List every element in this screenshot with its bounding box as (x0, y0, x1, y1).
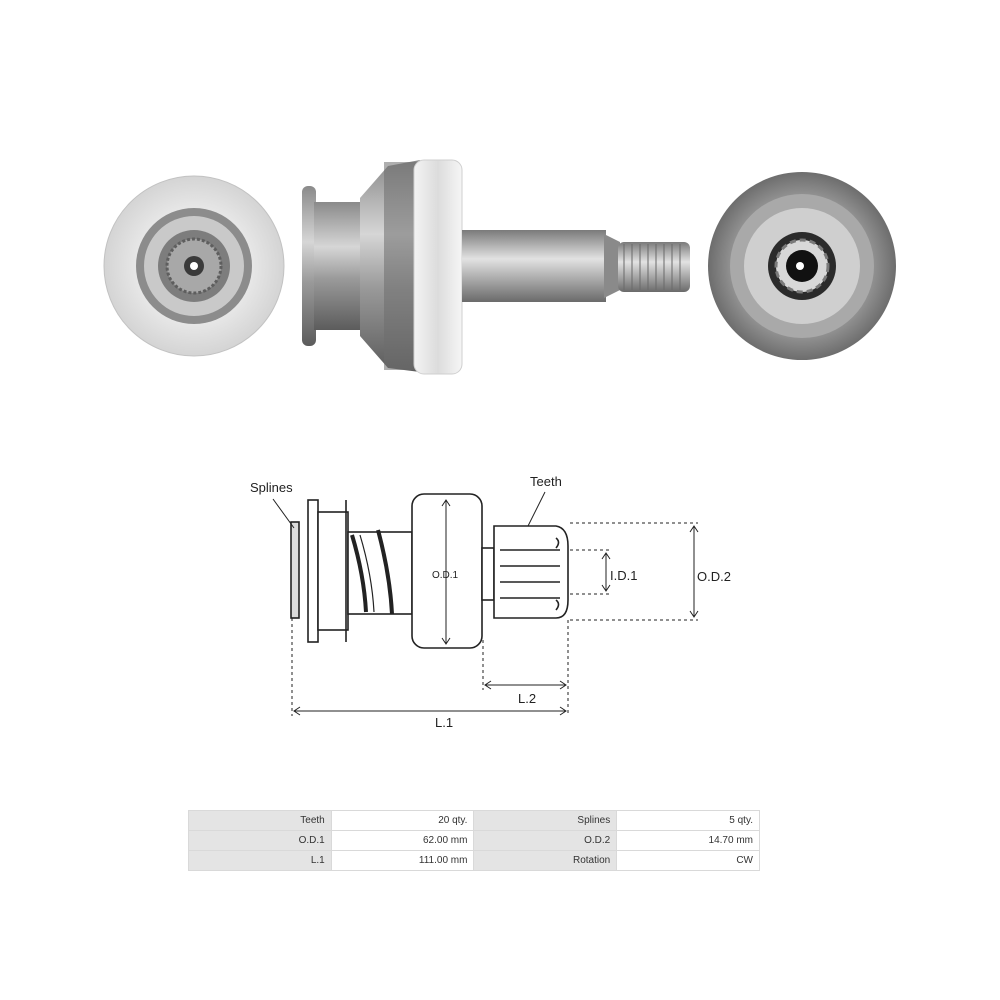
label-l1: L.1 (435, 715, 453, 730)
table-row: O.D.1 62.00 mm O.D.2 14.70 mm (188, 830, 760, 851)
spec-key: L.1 (188, 850, 332, 871)
spec-key: O.D.1 (188, 830, 332, 851)
part-outline (290, 493, 569, 649)
spec-key: Rotation (473, 850, 618, 871)
product-photos (103, 159, 896, 375)
right-end-view (708, 172, 896, 360)
label-l2: L.2 (518, 691, 536, 706)
table-row: Teeth 20 qty. Splines 5 qty. (188, 810, 760, 831)
spec-value: 111.00 mm (330, 850, 475, 871)
label-id1: I.D.1 (610, 568, 637, 583)
label-od1: O.D.1 (432, 570, 459, 581)
spec-value: CW (616, 850, 760, 871)
side-view (302, 159, 690, 375)
spec-value: 20 qty. (330, 810, 475, 831)
spec-value: 5 qty. (616, 810, 760, 831)
table-row: L.1 111.00 mm Rotation CW (188, 850, 760, 871)
technical-drawing: Splines Teeth O.D.1 I.D.1 O.D.2 L.2 L.1 (250, 474, 731, 730)
spec-value: 14.70 mm (616, 830, 760, 851)
left-end-view (103, 175, 285, 357)
spec-key: Splines (473, 810, 618, 831)
label-od2: O.D.2 (697, 569, 731, 584)
spec-table: Teeth 20 qty. Splines 5 qty. O.D.1 62.00… (188, 810, 760, 871)
label-splines: Splines (250, 480, 293, 495)
label-teeth: Teeth (530, 474, 562, 489)
spec-value: 62.00 mm (330, 830, 475, 851)
spec-key: Teeth (188, 810, 332, 831)
dimension-lines (272, 491, 699, 716)
spec-key: O.D.2 (473, 830, 618, 851)
